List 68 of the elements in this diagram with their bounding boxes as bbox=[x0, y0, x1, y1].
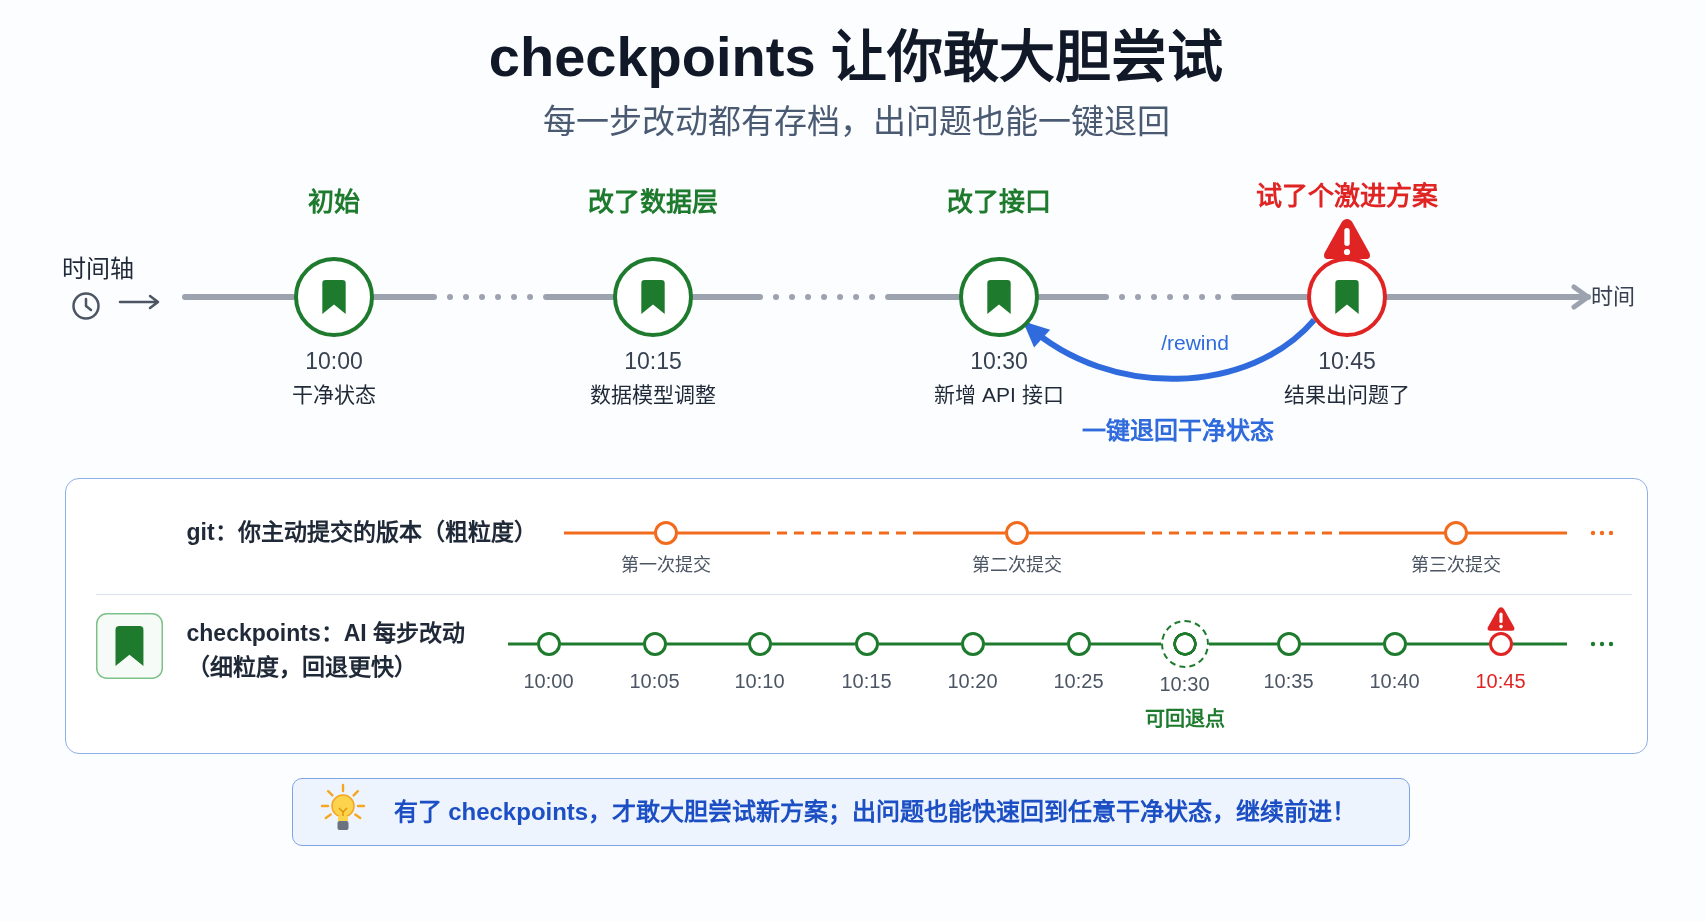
checkpoint-marker bbox=[642, 631, 667, 656]
timeline-line bbox=[690, 294, 962, 300]
time-label: 10:15 bbox=[624, 348, 682, 376]
checkpoint-line bbox=[1513, 642, 1567, 646]
commit-line bbox=[1029, 531, 1444, 535]
commit-marker bbox=[1004, 520, 1029, 545]
checkpoint-heading: 试了个激进方案 bbox=[1256, 181, 1438, 213]
row-title: checkpoints：AI 每步改动（细粒度，回退更快） bbox=[186, 618, 467, 682]
checkpoint-marker bbox=[747, 631, 772, 656]
axis-end-label: 时间 bbox=[1591, 283, 1635, 311]
commit-label: 第二次提交 bbox=[971, 554, 1062, 577]
time-label: 10:45 bbox=[1318, 348, 1376, 376]
checkpoint-line bbox=[772, 642, 855, 646]
checkpoint-line bbox=[1301, 642, 1383, 646]
title: checkpoints 让你敢大胆尝试 bbox=[488, 24, 1224, 91]
time-label: 10:00 bbox=[523, 668, 574, 693]
time-label: 10:25 bbox=[1053, 668, 1104, 693]
checkpoint-marker bbox=[1382, 631, 1407, 656]
rewind-caption: 一键退回干净状态 bbox=[1082, 416, 1274, 446]
checkpoint-description: 结果出问题了 bbox=[1284, 382, 1410, 408]
comparison-panel bbox=[65, 478, 1648, 754]
time-label: 10:10 bbox=[734, 668, 785, 693]
checkpoint-heading: 改了数据层 bbox=[588, 187, 718, 219]
checkpoint-line bbox=[1407, 642, 1489, 646]
checkpoint-line bbox=[508, 642, 537, 646]
tip-text: 有了 checkpoints，才敢大胆尝试新方案；出问题也能快速回到任意干净状态，继续前进！ bbox=[393, 797, 1357, 826]
time-label: 10:15 bbox=[841, 668, 892, 693]
time-label: 10:30 bbox=[1159, 671, 1210, 696]
restore-point-label: 可回退点 bbox=[1144, 706, 1225, 731]
checkpoint-marker bbox=[536, 631, 561, 656]
commit-marker bbox=[653, 520, 678, 545]
timeline-line bbox=[371, 294, 616, 300]
checkpoint-line bbox=[985, 642, 1067, 646]
timeline-line bbox=[1036, 294, 1310, 300]
commit-label: 第一次提交 bbox=[620, 554, 711, 577]
checkpoint-description: 数据模型调整 bbox=[590, 382, 716, 408]
subtitle: 每一步改动都有存档，出问题也能一键退回 bbox=[542, 102, 1170, 142]
time-label: 10:20 bbox=[947, 668, 998, 693]
checkpoint-line bbox=[667, 642, 748, 646]
checkpoint-marker bbox=[854, 631, 879, 656]
time-label: 10:05 bbox=[629, 668, 680, 693]
checkpoint-marker bbox=[1066, 631, 1091, 656]
time-label: 10:00 bbox=[305, 348, 363, 376]
checkpoint-marker bbox=[1276, 631, 1301, 656]
checkpoint-description: 新增 API 接口 bbox=[934, 382, 1064, 408]
time-label: 10:45 bbox=[1475, 668, 1526, 693]
commit-label: 第三次提交 bbox=[1410, 554, 1501, 577]
checkpoint-line bbox=[879, 642, 961, 646]
time-label: 10:35 bbox=[1263, 668, 1314, 693]
checkpoint-marker bbox=[960, 631, 985, 656]
commit-line bbox=[564, 531, 654, 535]
checkpoint-heading: 初始 bbox=[308, 187, 360, 219]
commit-line bbox=[1468, 531, 1567, 535]
checkpoint-marker bbox=[1488, 631, 1513, 656]
checkpoint-heading: 改了接口 bbox=[947, 187, 1051, 219]
timeline-line bbox=[182, 294, 297, 300]
checkpoint-line bbox=[1091, 642, 1161, 646]
checkpoint-description: 干净状态 bbox=[292, 382, 376, 408]
axis-label: 时间轴 bbox=[62, 254, 134, 284]
row-title: git：你主动提交的版本（粗粒度） bbox=[186, 518, 537, 547]
tip-banner bbox=[292, 778, 1410, 846]
time-label: 10:40 bbox=[1369, 668, 1420, 693]
checkpoint-line bbox=[1209, 642, 1277, 646]
checkpoint-line bbox=[561, 642, 643, 646]
time-label: 10:30 bbox=[970, 348, 1028, 376]
commit-marker bbox=[1443, 520, 1468, 545]
timeline-arrow bbox=[1384, 284, 1591, 310]
commit-line bbox=[678, 531, 1005, 535]
